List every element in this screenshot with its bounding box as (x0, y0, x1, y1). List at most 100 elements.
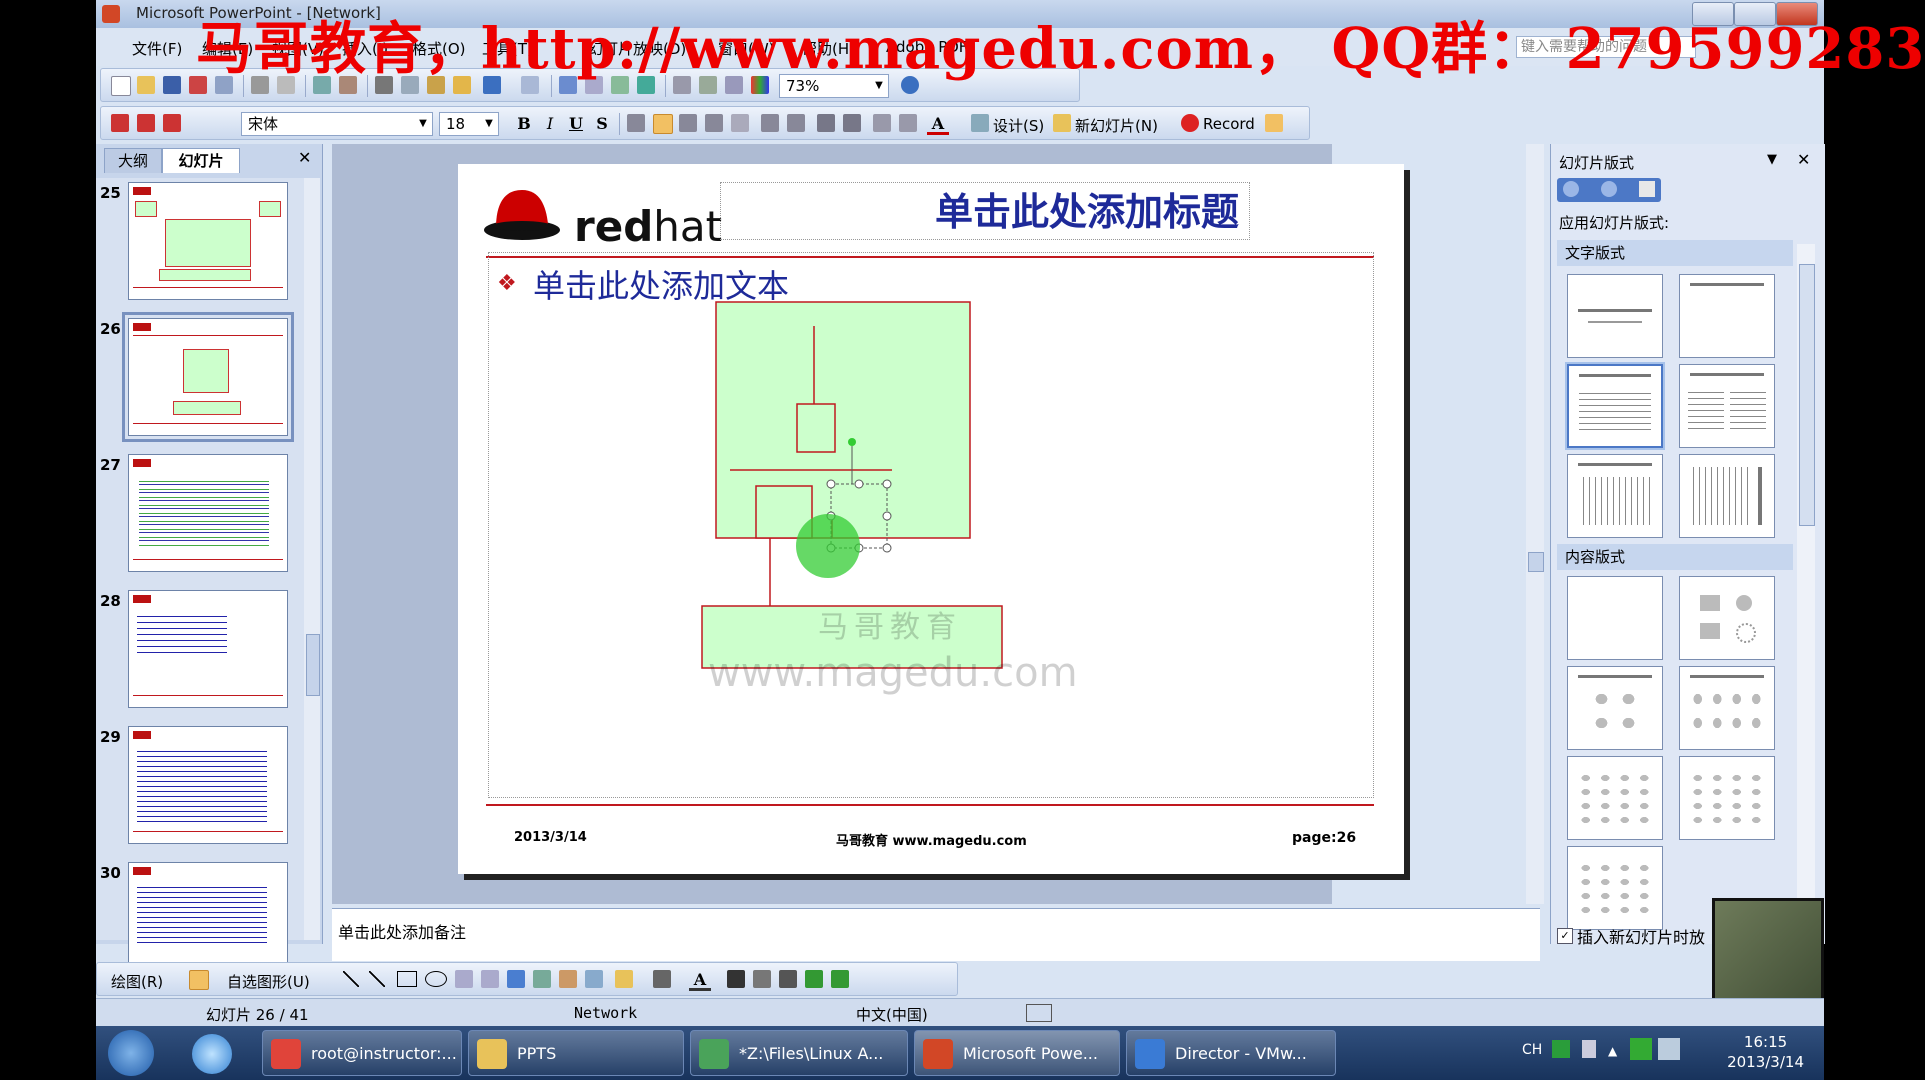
design-icon[interactable] (971, 114, 989, 132)
italic-button[interactable]: I (546, 114, 554, 133)
menu-help[interactable]: 帮助(H) (802, 40, 855, 58)
menu-format[interactable]: 格式(O) (412, 40, 466, 58)
arrow-icon[interactable] (369, 971, 385, 987)
menu-view[interactable]: 视图(V) (272, 40, 324, 58)
ime-icon[interactable] (1552, 1040, 1570, 1058)
menu-insert[interactable]: 插入(I) (342, 40, 389, 58)
tab-outline[interactable]: 大纲 (104, 148, 162, 173)
layout-title-content[interactable] (1567, 666, 1663, 750)
line-icon[interactable] (343, 971, 359, 987)
new-slide-button[interactable]: 新幻灯片(N) (1075, 117, 1158, 135)
new-icon[interactable] (111, 76, 131, 96)
diagram-icon[interactable] (533, 970, 551, 988)
layout-two-column-text[interactable] (1679, 364, 1775, 448)
system-clock[interactable]: 16:15 2013/3/14 (1727, 1032, 1804, 1072)
fill-color-icon[interactable] (615, 970, 633, 988)
taskbar-button-terminal[interactable]: root@instructor:... (262, 1030, 462, 1076)
task-pane-scrollbar[interactable] (1797, 244, 1815, 914)
slide-title-placeholder[interactable]: 单击此处添加标题 (720, 182, 1250, 240)
decrease-font-icon[interactable] (843, 114, 861, 132)
increase-indent-icon[interactable] (899, 114, 917, 132)
print-icon[interactable] (251, 76, 269, 94)
scrollbar-thumb[interactable] (306, 634, 320, 696)
undo-icon[interactable] (483, 76, 501, 94)
dash-style-icon[interactable] (753, 970, 771, 988)
pdf-review-icon[interactable] (163, 114, 181, 132)
taskbar-button-editor[interactable]: *Z:\Files\Linux A... (690, 1030, 908, 1076)
layout-content[interactable] (1679, 576, 1775, 660)
scrollbar-thumb[interactable] (1528, 552, 1544, 572)
start-button-icon[interactable] (108, 1030, 154, 1076)
home-icon[interactable] (1639, 181, 1655, 197)
spelling-icon[interactable] (313, 76, 331, 94)
font-size-select[interactable]: 18 ▼ (439, 112, 499, 136)
design-button[interactable]: 设计(S) (993, 117, 1045, 135)
picture-icon[interactable] (585, 970, 603, 988)
maximize-button[interactable] (1734, 2, 1776, 26)
textbox-icon[interactable] (455, 970, 473, 988)
pen-icon[interactable] (1265, 114, 1283, 132)
menu-edit[interactable]: 编辑(E) (202, 40, 254, 58)
network-icon[interactable] (1658, 1038, 1680, 1060)
show-hidden-icons-icon[interactable]: ▲ (1608, 1044, 1618, 1058)
paste-icon[interactable] (427, 76, 445, 94)
align-center-icon[interactable] (653, 114, 673, 134)
record-icon[interactable] (1181, 114, 1199, 132)
decrease-indent-icon[interactable] (873, 114, 891, 132)
menu-adobe-pdf[interactable]: Adobe PDF (886, 38, 968, 56)
font-color-icon[interactable]: A (927, 113, 949, 135)
text-direction-icon[interactable] (731, 114, 749, 132)
oval-icon[interactable] (425, 971, 447, 987)
pen-tray-icon[interactable] (1582, 1040, 1596, 1058)
close-button[interactable] (1776, 2, 1818, 26)
draw-menu-button[interactable]: 绘图(R) (111, 973, 164, 991)
wordart-icon[interactable] (507, 970, 525, 988)
bold-button[interactable]: B (517, 114, 531, 133)
redo-icon[interactable] (521, 76, 539, 94)
slide-thumbnail-25[interactable] (128, 182, 288, 300)
font-select[interactable]: 宋体 ▼ (241, 112, 433, 136)
3d-style-icon[interactable] (831, 970, 849, 988)
back-icon[interactable] (1563, 181, 1579, 197)
forward-icon[interactable] (1601, 181, 1617, 197)
arrow-style-icon[interactable] (779, 970, 797, 988)
align-left-icon[interactable] (627, 114, 645, 132)
print-preview-icon[interactable] (277, 76, 295, 94)
underline-button[interactable]: U (569, 114, 583, 133)
input-language[interactable]: CH (1522, 1042, 1543, 1058)
expand-all-icon[interactable] (673, 76, 691, 94)
insert-table-icon[interactable] (585, 76, 603, 94)
research-icon[interactable] (339, 76, 357, 94)
numbering-icon[interactable] (761, 114, 779, 132)
close-pane-icon[interactable]: ✕ (1797, 150, 1811, 169)
vertical-textbox-icon[interactable] (481, 970, 499, 988)
font-color-draw-icon[interactable]: A (689, 969, 711, 991)
edit-vertical-scrollbar[interactable] (1526, 144, 1544, 904)
menu-slideshow[interactable]: 幻灯片放映(D) (588, 40, 687, 58)
autoshapes-button[interactable]: 自选图形(U) (227, 973, 310, 991)
help-icon[interactable] (901, 76, 919, 94)
justify-icon[interactable] (705, 114, 723, 132)
line-style-icon[interactable] (727, 970, 745, 988)
layout-title-content-quad-2[interactable] (1679, 756, 1775, 840)
clipart-icon[interactable] (559, 970, 577, 988)
grid-icon[interactable] (725, 76, 743, 94)
layout-title-content-6[interactable] (1567, 846, 1663, 930)
notes-pane[interactable]: 单击此处添加备注 (332, 908, 1540, 961)
rectangle-icon[interactable] (397, 971, 417, 987)
increase-font-icon[interactable] (817, 114, 835, 132)
tables-borders-icon[interactable] (611, 76, 629, 94)
taskbar-button-vmware[interactable]: Director - VMw... (1126, 1030, 1336, 1076)
slide-thumbnail-26[interactable] (122, 312, 294, 442)
layout-title-content-quad[interactable] (1567, 756, 1663, 840)
pdf-convert-icon[interactable] (111, 114, 129, 132)
copy-icon[interactable] (401, 76, 419, 94)
cut-icon[interactable] (375, 76, 393, 94)
layout-vertical-title-text[interactable] (1679, 454, 1775, 538)
record-button[interactable]: Record (1203, 115, 1255, 133)
layout-title-two-content[interactable] (1679, 666, 1775, 750)
format-painter-icon[interactable] (453, 76, 471, 94)
scrollbar-thumb[interactable] (1799, 264, 1815, 526)
spelling-status-icon[interactable] (1026, 1004, 1052, 1022)
powerpoint-app-icon[interactable] (102, 5, 120, 23)
